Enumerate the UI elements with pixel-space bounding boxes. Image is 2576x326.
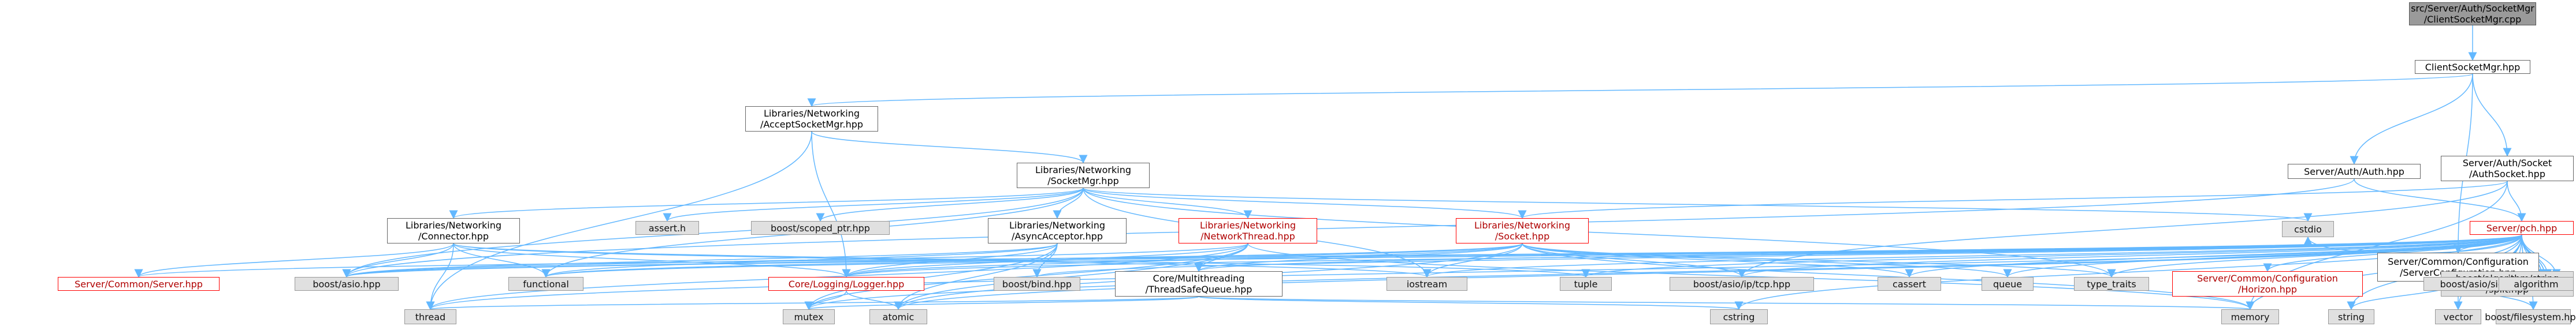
node-cstdio[interactable]: cstdio [2282, 221, 2334, 237]
edge-asm-thread [426, 131, 812, 310]
edge-conn-thread [426, 243, 454, 310]
node-socket[interactable]: Libraries/Networking /Socket.hpp [1456, 218, 1589, 243]
node-authsock[interactable]: Server/Auth/Socket /AuthSocket.hpp [2441, 156, 2574, 181]
node-functional[interactable]: functional [508, 277, 583, 291]
node-serverhpp[interactable]: Server/Common/Server.hpp [58, 277, 220, 291]
edge-pch-thread [426, 234, 2522, 310]
edge-asm-logger [811, 131, 851, 278]
edge-acceptor-boostasio [343, 243, 1058, 278]
node-bfs[interactable]: boost/filesystem.hpp [2485, 309, 2576, 324]
node-string[interactable]: string [2328, 309, 2374, 324]
node-boostbind[interactable]: boost/bind.hpp [994, 277, 1080, 291]
node-iostream[interactable]: iostream [1386, 277, 1467, 291]
node-assert[interactable]: assert.h [635, 221, 699, 235]
edge-smgr-scoped [816, 188, 1084, 222]
edge-pch-tsq [1195, 234, 2522, 272]
edge-pch-cstring [1734, 234, 2522, 310]
edge-csm-authsock [2472, 73, 2512, 157]
edge-logger-mutex [804, 290, 847, 310]
edge-pch-serverhpp [135, 234, 2522, 278]
edge-netthread-boostasio [343, 243, 1248, 278]
node-auth[interactable]: Server/Auth/Auth.hpp [2288, 164, 2421, 179]
edge-smgr-netthread [1083, 188, 1252, 219]
edge-smgr-acceptor [1053, 188, 1084, 219]
edge-logger-atomic [846, 290, 903, 310]
node-queue[interactable]: queue [1982, 277, 2034, 291]
edge-authsock-pch [2507, 181, 2526, 222]
node-tuple[interactable]: tuple [1560, 277, 1612, 291]
node-horizon[interactable]: Server/Common/Configuration /Horizon.hpp [2172, 271, 2363, 297]
node-atomic[interactable]: atomic [869, 309, 927, 324]
edge-pch-boostbind [1033, 234, 2522, 278]
edge-smgr-assert [663, 188, 1084, 222]
node-iptcp[interactable]: boost/asio/ip/tcp.hpp [1670, 277, 1814, 291]
node-smgr[interactable]: Libraries/Networking /SocketMgr.hpp [1017, 163, 1150, 188]
edge-socket-cassert [1522, 243, 1914, 278]
edge-auth-boostasio [343, 178, 2355, 278]
node-acceptor[interactable]: Libraries/Networking /AsyncAcceptor.hpp [988, 218, 1127, 243]
node-cassert[interactable]: cassert [1878, 277, 1941, 291]
node-scoped[interactable]: boost/scoped_ptr.hpp [751, 221, 890, 235]
edge-socket-typetraits [1522, 243, 2116, 278]
edge-auth-pch [2354, 178, 2526, 222]
edge-csm-auth [2350, 73, 2473, 165]
edge-tsq-mutex [805, 296, 1199, 310]
edge-tsq-thread [427, 296, 1199, 310]
edge-smgr-conn [449, 188, 1084, 219]
edge-smgr-typetraits [1083, 188, 2116, 278]
edge-asm-smgr [811, 131, 1088, 164]
node-cstring[interactable]: cstring [1710, 309, 1768, 324]
node-conn[interactable]: Libraries/Networking /Connector.hpp [387, 218, 520, 243]
edge-conn-serverhpp [134, 243, 454, 278]
edge-smgr-cstdio [1083, 188, 2312, 222]
node-vector[interactable]: vector [2435, 309, 2481, 324]
node-boostasio[interactable]: boost/asio.hpp [295, 277, 399, 291]
edge-tsq-memory [1198, 296, 2254, 310]
node-typetraits[interactable]: type_traits [2074, 277, 2149, 291]
node-pch[interactable]: Server/pch.hpp [2470, 221, 2574, 235]
edge-pch-atomic [894, 234, 2522, 310]
node-thread[interactable]: thread [404, 309, 456, 324]
edge-csm-asm [808, 73, 2473, 107]
node-netthread[interactable]: Libraries/Networking /NetworkThread.hpp [1179, 218, 1317, 243]
edge-smgr-socket [1083, 188, 1527, 219]
node-memory[interactable]: memory [2221, 309, 2279, 324]
node-asm[interactable]: Libraries/Networking /AcceptSocketMgr.hp… [745, 106, 878, 132]
edge-conn-logger [453, 243, 851, 278]
edge-authsock-socket [1518, 181, 2508, 219]
edge-smgr-boostasio [342, 188, 1084, 278]
edge-authsock-iptcp [1737, 181, 2508, 278]
node-tsq[interactable]: Core/Multithreading /ThreadSafeQueue.hpp [1115, 271, 1283, 297]
node-mutex[interactable]: mutex [783, 309, 835, 324]
edge-pch-iostream [1423, 234, 2522, 278]
node-algorithm[interactable]: algorithm [2499, 277, 2574, 291]
node-csm[interactable]: ClientSocketMgr.hpp [2415, 60, 2530, 74]
edge-tsq-cstring [1198, 296, 1743, 310]
node-logger[interactable]: Core/Logging/Logger.hpp [768, 277, 924, 291]
edge-pch-iptcp [1738, 234, 2522, 278]
node-root[interactable]: src/Server/Auth/SocketMgr /ClientSocketM… [2409, 2, 2536, 25]
